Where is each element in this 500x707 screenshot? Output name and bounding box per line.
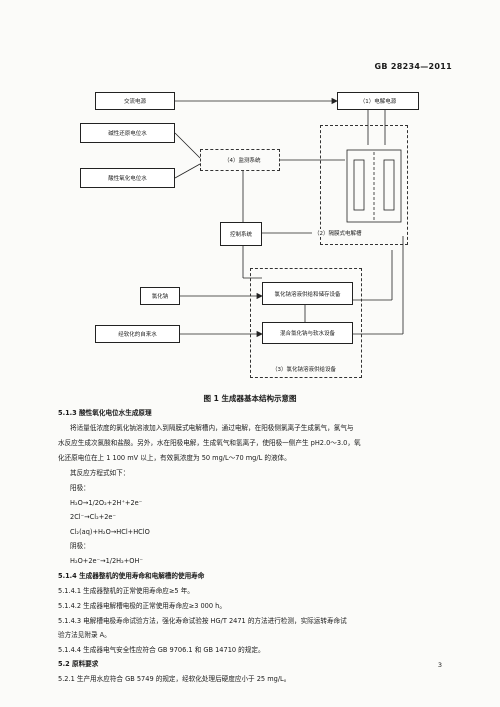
membrane-cell-label: （2）隔膜式电解槽 bbox=[312, 229, 364, 237]
detect-system-label: （4）监测系统 bbox=[222, 156, 263, 164]
control-system-box: 控制系统 bbox=[220, 222, 262, 246]
sodium-chloride-box: 氯化钠 bbox=[140, 287, 180, 305]
text-line: 5.1.4.2 生成器电解槽电极的正常使用寿命应≥3 000 h。 bbox=[58, 602, 226, 610]
text-line: 阴极： bbox=[70, 542, 90, 550]
alkaline-water-box: 碱性还原电位水 bbox=[80, 123, 175, 143]
mixing-box: 混合氯化钠与软水设备 bbox=[262, 322, 353, 344]
text-line: H₂O→1/2O₂+2H⁺+2e⁻ bbox=[70, 499, 143, 507]
text-line: 将适量低浓度的氯化钠溶液加入到隔膜式电解槽内，通过电解，在阳极侧氯离子生成氯气，… bbox=[70, 424, 354, 432]
supply-system-box bbox=[250, 268, 362, 378]
text-line: 其反应方程式如下： bbox=[70, 469, 130, 477]
page-number: 3 bbox=[437, 661, 442, 669]
brine-storage-box: 氯化钠溶液供给和储存设备 bbox=[262, 282, 353, 305]
standard-code: GB 28234—2011 bbox=[374, 62, 452, 71]
ac-power-box: 交流电源 bbox=[95, 92, 175, 110]
text-line: 阳极： bbox=[70, 484, 90, 492]
text-line: H₂O+2e⁻→1/2H₂+OH⁻ bbox=[70, 557, 143, 565]
text-line: 化还原电位在上 1 100 mV 以上，有效氯浓度为 50 mg/L～70 mg… bbox=[58, 454, 291, 462]
text-line: 5.2.1 生产用水应符合 GB 5749 的规定，经软化处理后硬度应小于 25… bbox=[58, 675, 291, 683]
structure-diagram-lines bbox=[174, 97, 404, 338]
text-line: 5.1.4 生成器整机的使用寿命和电解槽的使用寿命 bbox=[58, 572, 205, 580]
text-line: 验方法见附录 A。 bbox=[58, 631, 111, 639]
text-line: 水反应生成次氯酸和盐酸。另外，水在阳极电解，生成氧气和氢离子，使阳极一侧产生 p… bbox=[58, 439, 361, 447]
text-line: 5.1.3 酸性氧化电位水生成原理 bbox=[58, 409, 152, 417]
text-line: 5.1.4.1 生成器整机的正常使用寿命应≥5 年。 bbox=[58, 587, 194, 595]
figure-caption: 图 1 生成器基本结构示意图 bbox=[203, 394, 297, 403]
acidic-water-box: 酸性氧化电位水 bbox=[80, 168, 175, 188]
text-line: Cl₂(aq)+H₂O→HCl+HClO bbox=[70, 528, 150, 536]
text-line: 5.2 原料要求 bbox=[58, 660, 99, 668]
electrolysis-power-box: （1）电解电源 bbox=[337, 92, 419, 110]
text-line: 2Cl⁻→Cl₂+2e⁻ bbox=[70, 513, 116, 521]
detect-system-box bbox=[200, 149, 280, 171]
text-line: 5.1.4.4 生成器电气安全性应符合 GB 9706.1 和 GB 14710… bbox=[58, 646, 265, 654]
softened-water-box: 经软化的自来水 bbox=[95, 325, 180, 343]
text-line: 5.1.4.3 电解槽电极寿命试验方法，强化寿命试验按 HG/T 2471 的方… bbox=[58, 617, 347, 625]
supply-system-label: （3）氯化钠溶液供给设备 bbox=[270, 365, 339, 373]
membrane-cell-box bbox=[320, 125, 408, 245]
